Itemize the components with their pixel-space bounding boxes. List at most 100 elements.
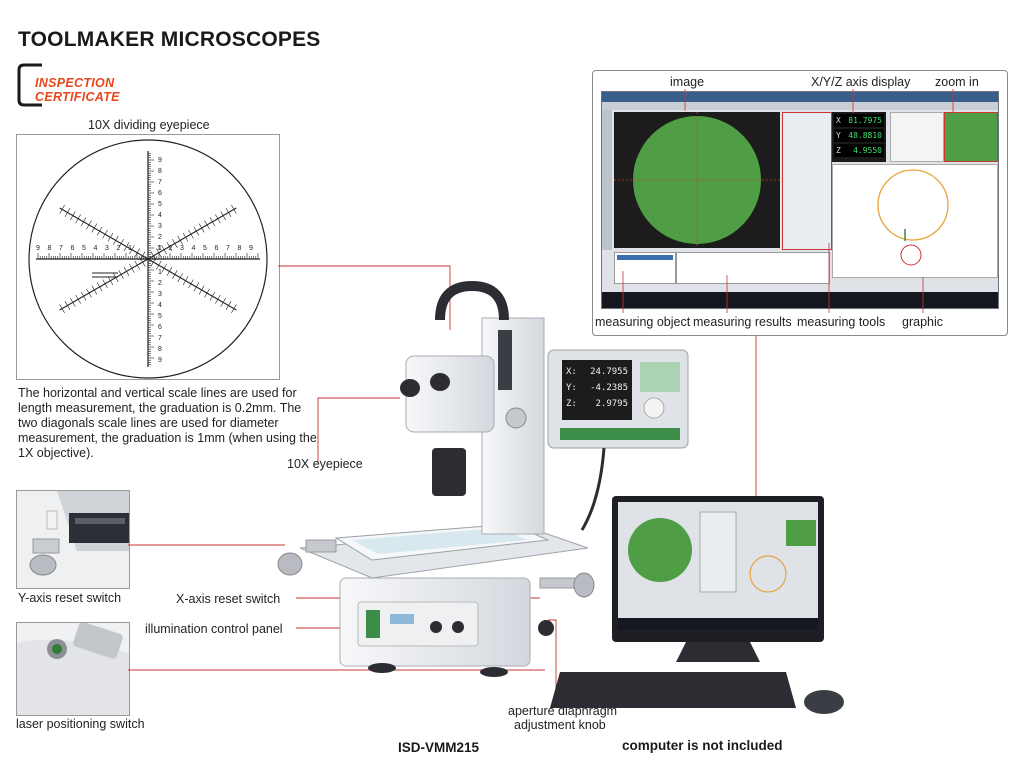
scale-left-9: 9 — [36, 245, 40, 252]
software-taskbar[interactable] — [602, 292, 998, 308]
x-axis-micrometer — [573, 572, 595, 598]
software-readout-y: Y 48.8810 — [834, 129, 884, 142]
scale-bottom-5: 5 — [158, 313, 162, 320]
software-readout-z: Z 4.9550 — [834, 144, 884, 157]
reticle-circle — [28, 139, 268, 379]
software-zoom-view[interactable] — [944, 112, 998, 162]
callout-graphic: graphic — [902, 315, 943, 329]
badge-line1: INSPECTION — [35, 76, 115, 90]
objective-lens — [432, 448, 466, 496]
callout-measuring-tools: measuring tools — [797, 315, 886, 329]
dro-readout-value: 2.9795 — [595, 399, 628, 409]
software-readout-axis: X — [836, 116, 841, 125]
eyepiece-reticle-panel: 987654321123456789987654321123456789 — [16, 134, 280, 380]
eyepiece-left — [400, 379, 420, 397]
scale-right-6: 6 — [215, 245, 219, 252]
scale-left-4: 4 — [94, 245, 98, 252]
dro-readout-row: Z: 2.9795 — [562, 396, 632, 412]
scale-bottom-6: 6 — [158, 324, 162, 331]
scale-right-3: 3 — [180, 245, 184, 252]
dro-green-bar — [560, 428, 680, 440]
software-tools-panel[interactable] — [782, 112, 832, 250]
computer-note: computer is not included — [622, 738, 783, 753]
diagonal-scale-1 — [59, 207, 149, 260]
keyboard — [550, 672, 796, 708]
reticle-diagram: 987654321123456789987654321123456789 — [28, 139, 268, 379]
scale-top-1: 1 — [158, 245, 162, 252]
focus-knob — [505, 407, 527, 429]
software-readout-value: 4.9550 — [853, 146, 882, 155]
software-image-view[interactable] — [614, 112, 780, 248]
illumination-control-panel — [357, 601, 479, 647]
scale-bottom-1: 1 — [158, 269, 162, 276]
monitor-image-circle — [628, 518, 692, 582]
scale-top-9: 9 — [158, 157, 162, 164]
scale-right-1: 1 — [157, 245, 161, 252]
software-readout-value: 48.8810 — [848, 131, 882, 140]
scale-right-8: 8 — [238, 245, 242, 252]
panel-display — [390, 614, 414, 624]
dro-readout-value: -4.2385 — [590, 383, 628, 393]
software-graphic-view[interactable] — [832, 164, 998, 278]
scale-top-8: 8 — [158, 168, 162, 175]
software-results-table[interactable] — [676, 252, 830, 284]
scale-left-3: 3 — [105, 245, 109, 252]
inspection-certificate-badge: INSPECTION CERTIFICATE — [16, 62, 148, 108]
dro-readout-row: X: 24.7955 — [562, 364, 632, 380]
dro-keypad — [640, 362, 680, 419]
dro-screen — [562, 360, 632, 420]
panel-knob-2 — [452, 621, 464, 633]
software-blank-panel — [890, 112, 944, 162]
scale-left-5: 5 — [82, 245, 86, 252]
cable-carrier — [435, 280, 509, 321]
monitor-stand — [676, 642, 760, 662]
scale-top-6: 6 — [158, 190, 162, 197]
software-readout-axis: Z — [836, 146, 841, 155]
laser-positioning-label: laser positioning switch — [16, 717, 145, 731]
eyepiece-heading: 10X dividing eyepiece — [88, 118, 210, 132]
laser-switch-photo — [16, 622, 130, 716]
scale-top-5: 5 — [158, 201, 162, 208]
eyepiece-right — [430, 373, 450, 391]
eyepiece-description: The horizontal and vertical scale lines … — [18, 386, 317, 460]
page-title: TOOLMAKER MICROSCOPES — [18, 28, 321, 51]
callout-image: image — [670, 75, 705, 89]
diagonal-scale-0 — [147, 207, 237, 260]
software-readout-value: 81.7975 — [848, 116, 882, 125]
callout-lines — [128, 265, 757, 700]
software-readout-axis: Y — [836, 131, 841, 140]
scale-bottom-2: 2 — [158, 280, 162, 287]
dro-readout-axis: Z: — [566, 399, 577, 409]
scale-right-4: 4 — [192, 245, 196, 252]
scale-top-2: 2 — [158, 234, 162, 241]
scale-right-7: 7 — [226, 245, 230, 252]
y-axis-reset-label: Y-axis reset switch — [18, 591, 122, 605]
software-titlebar — [602, 92, 998, 102]
mouse — [804, 690, 844, 714]
callout-axis-display: X/Y/Z axis display — [811, 75, 911, 89]
scale-bottom-3: 3 — [158, 291, 162, 298]
scale-bottom-8: 8 — [158, 346, 162, 353]
dro-readout-axis: X: — [566, 367, 577, 377]
panel-knob-1 — [430, 621, 442, 633]
callout-x-axis-reset: X-axis reset switch — [176, 592, 281, 606]
y-axis-micrometer — [277, 552, 303, 576]
software-menubar[interactable] — [602, 102, 998, 110]
dro-readout-value: 24.7955 — [590, 367, 628, 377]
scale-left-8: 8 — [48, 245, 52, 252]
dro-readout-axis: Y: — [566, 383, 577, 393]
scale-top-7: 7 — [158, 179, 162, 186]
software-left-toolbar[interactable] — [602, 110, 612, 250]
scale-bottom-4: 4 — [158, 302, 162, 309]
aperture-knob — [538, 620, 554, 636]
software-object-list[interactable] — [614, 252, 676, 284]
scale-bottom-9: 9 — [158, 357, 162, 364]
y-axis-reset-photo — [16, 490, 130, 589]
diagonal-scale-3 — [147, 258, 237, 311]
model-number: ISD-VMM215 — [398, 740, 480, 755]
callout-illumination-panel: illumination control panel — [145, 622, 283, 636]
